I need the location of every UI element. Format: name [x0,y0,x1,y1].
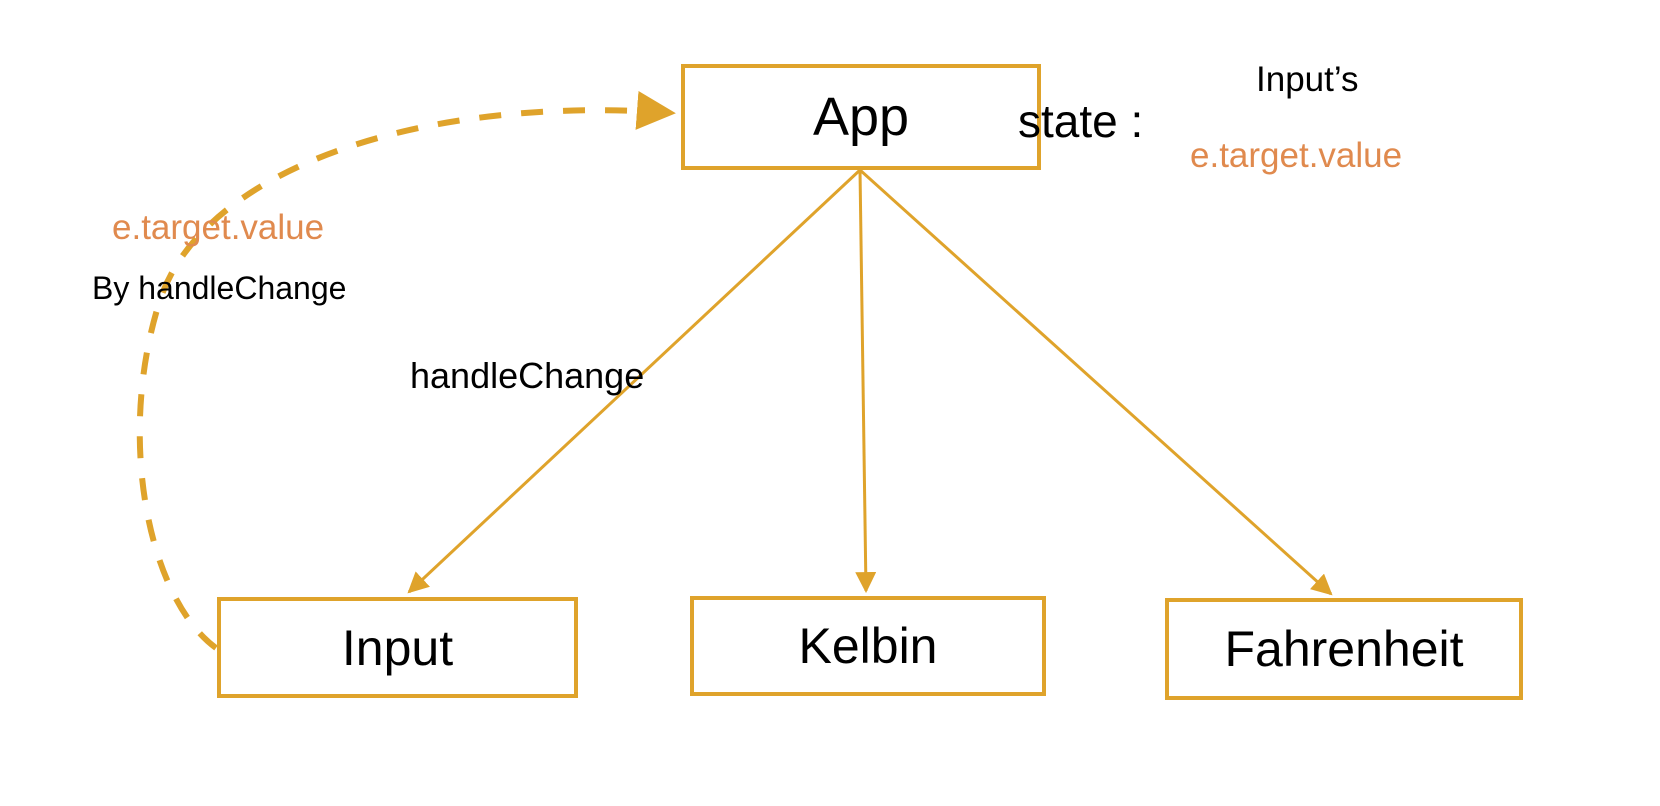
node-kelbin-label: Kelbin [798,618,938,674]
state-source-owner-label: Input’s [1256,60,1359,99]
state-source-value-label: e.target.value [1190,136,1403,175]
feedback-value-label: e.target.value [112,208,325,247]
edge-app-to-kelbin [855,169,877,594]
node-app-label: App [812,87,910,147]
node-app[interactable]: App [681,64,1041,170]
node-fahrenheit[interactable]: Fahrenheit [1165,598,1523,700]
prop-handlechange-label: handleChange [410,355,645,396]
node-kelbin[interactable]: Kelbin [690,596,1046,696]
edge-app-to-fahrenheit [858,168,1333,596]
feedback-by-label: By handleChange [92,270,347,306]
node-input-label: Input [341,619,454,676]
node-input[interactable]: Input [217,597,578,698]
state-label: state : [1018,95,1144,147]
node-fahrenheit-label: Fahrenheit [1224,621,1464,677]
